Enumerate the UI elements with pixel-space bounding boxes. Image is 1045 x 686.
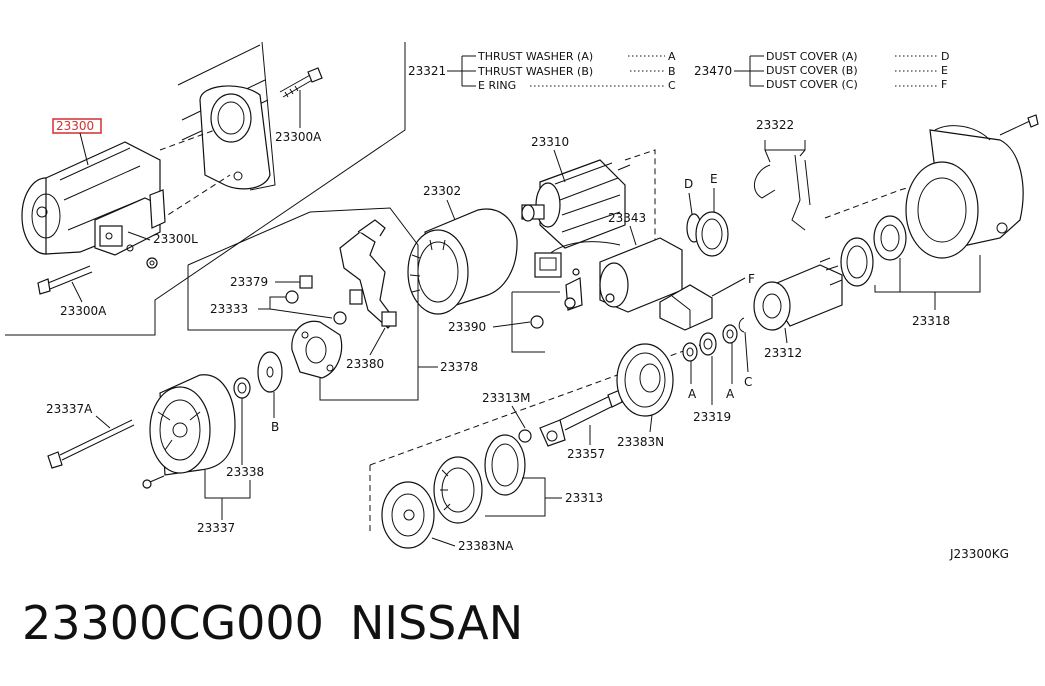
legend-23470-item-2: DUST COVER (C) <box>766 78 858 91</box>
label-23300a-bottom[interactable]: 23300A <box>60 304 107 318</box>
label-23321[interactable]: 23321 <box>408 64 446 78</box>
harness-23390-bracket <box>511 291 560 353</box>
pinion-shaft-23357[interactable] <box>539 389 623 447</box>
retainer-23313m[interactable] <box>518 429 532 443</box>
label-23337a[interactable]: 23337A <box>46 402 93 416</box>
pinion-23312[interactable] <box>753 257 843 331</box>
label-23380[interactable]: 23380 <box>346 357 384 371</box>
through-bolt-23337a[interactable] <box>47 419 135 469</box>
label-b[interactable]: B <box>271 420 279 434</box>
legend-23470-item-1: DUST COVER (B) <box>766 64 858 77</box>
label-23343[interactable]: 23343 <box>608 211 646 225</box>
brush-holder-group-23378 <box>187 207 419 401</box>
label-23379[interactable]: 23379 <box>230 275 268 289</box>
brush-holder-23380[interactable] <box>339 219 397 329</box>
legend-23321: 23321 THRUST WASHER (A) THRUST WASHER (B… <box>408 50 676 92</box>
label-23312[interactable]: 23312 <box>764 346 802 360</box>
clips-23322[interactable] <box>753 154 811 231</box>
spring-23333[interactable] <box>285 290 299 304</box>
drive-clutch-23313b[interactable] <box>433 456 483 524</box>
brush-plate[interactable] <box>291 320 343 379</box>
label-23319[interactable]: 23319 <box>693 410 731 424</box>
thrust-washer-23319[interactable] <box>699 332 717 356</box>
label-23313[interactable]: 23313 <box>565 491 603 505</box>
cover-23383na[interactable] <box>381 481 435 549</box>
label-23390[interactable]: 23390 <box>448 320 486 334</box>
legend-23321-ref-2: C <box>668 79 676 92</box>
label-23302[interactable]: 23302 <box>423 184 461 198</box>
nut-23390-a[interactable] <box>530 315 544 329</box>
drive-housing[interactable] <box>905 125 1024 259</box>
brush-23379[interactable] <box>299 275 313 289</box>
washer-b[interactable] <box>257 351 283 393</box>
label-23378[interactable]: 23378 <box>440 360 478 374</box>
parts-diagram: 23300 23300A 23300L 23300A 23321 THRUST … <box>5 41 1039 561</box>
legend-23321-item-0: THRUST WASHER (A) <box>477 50 593 63</box>
highlight-box-23300 <box>52 118 102 134</box>
spring-23333-b[interactable] <box>333 311 347 325</box>
legend-23470: 23470 DUST COVER (A) DUST COVER (B) DUST… <box>694 50 949 91</box>
armature-23310[interactable] <box>521 159 631 249</box>
label-23383na[interactable]: 23383NA <box>458 539 514 553</box>
label-23310[interactable]: 23310 <box>531 135 569 149</box>
seal-ring-23318a[interactable] <box>840 237 874 287</box>
bushing-23338[interactable] <box>233 377 251 399</box>
label-a-2[interactable]: A <box>726 387 735 401</box>
rear-cover-23337[interactable] <box>149 374 236 476</box>
label-23333[interactable]: 23333 <box>210 302 248 316</box>
brand-caption: NISSAN <box>350 596 524 650</box>
legend-23321-ref-1: B <box>668 65 676 78</box>
gear-housing-23383n[interactable] <box>616 343 674 417</box>
label-e[interactable]: E <box>710 172 718 186</box>
label-23318[interactable]: 23318 <box>912 314 950 328</box>
legend-23470-ref-2: F <box>941 78 947 91</box>
legend-23470-item-0: DUST COVER (A) <box>766 50 858 63</box>
nut-23300l[interactable] <box>146 257 158 269</box>
label-23300a-top[interactable]: 23300A <box>275 130 322 144</box>
label-c[interactable]: C <box>744 375 752 389</box>
diagram-code: J23300KG <box>949 547 1009 561</box>
legend-23321-ref-0: A <box>668 50 676 63</box>
legend-23321-item-2: E RING <box>478 79 516 92</box>
label-23337[interactable]: 23337 <box>197 521 235 535</box>
dust-cover-e[interactable] <box>695 211 729 257</box>
label-f[interactable]: F <box>748 272 755 286</box>
dust-cover-f[interactable] <box>659 284 713 331</box>
legend-23470-ref-0: D <box>941 50 949 63</box>
solenoid-23343[interactable] <box>534 237 683 313</box>
label-23357[interactable]: 23357 <box>567 447 605 461</box>
screw-23337[interactable] <box>142 475 165 489</box>
starter-motor-assembly[interactable] <box>21 141 166 256</box>
label-23470[interactable]: 23470 <box>694 64 732 78</box>
housing-bolt[interactable] <box>999 114 1039 136</box>
drive-ring-23313a[interactable] <box>484 434 526 496</box>
bearing-23318b[interactable] <box>873 215 907 261</box>
label-23300[interactable]: 23300 <box>56 119 94 133</box>
label-23338[interactable]: 23338 <box>226 465 264 479</box>
legend-23321-item-1: THRUST WASHER (B) <box>477 65 593 78</box>
yoke-23302[interactable] <box>407 208 518 315</box>
label-d[interactable]: D <box>684 177 693 191</box>
label-23383n[interactable]: 23383N <box>617 435 664 449</box>
e-ring-c[interactable] <box>738 317 745 333</box>
label-23313m[interactable]: 23313M <box>482 391 531 405</box>
label-23300l[interactable]: 23300L <box>153 232 198 246</box>
bolt-23300a-bottom[interactable] <box>37 265 93 295</box>
label-a-1[interactable]: A <box>688 387 697 401</box>
bolt-23300a-top[interactable] <box>279 67 323 98</box>
part-number-caption: 23300CG000 <box>22 596 324 650</box>
thrust-washer-a2[interactable] <box>722 324 738 344</box>
legend-23470-ref-1: E <box>941 64 948 77</box>
label-23322[interactable]: 23322 <box>756 118 794 132</box>
engine-mount-inset <box>5 41 406 336</box>
nut-23390-b[interactable] <box>564 297 576 309</box>
thrust-washer-a1[interactable] <box>682 342 698 362</box>
